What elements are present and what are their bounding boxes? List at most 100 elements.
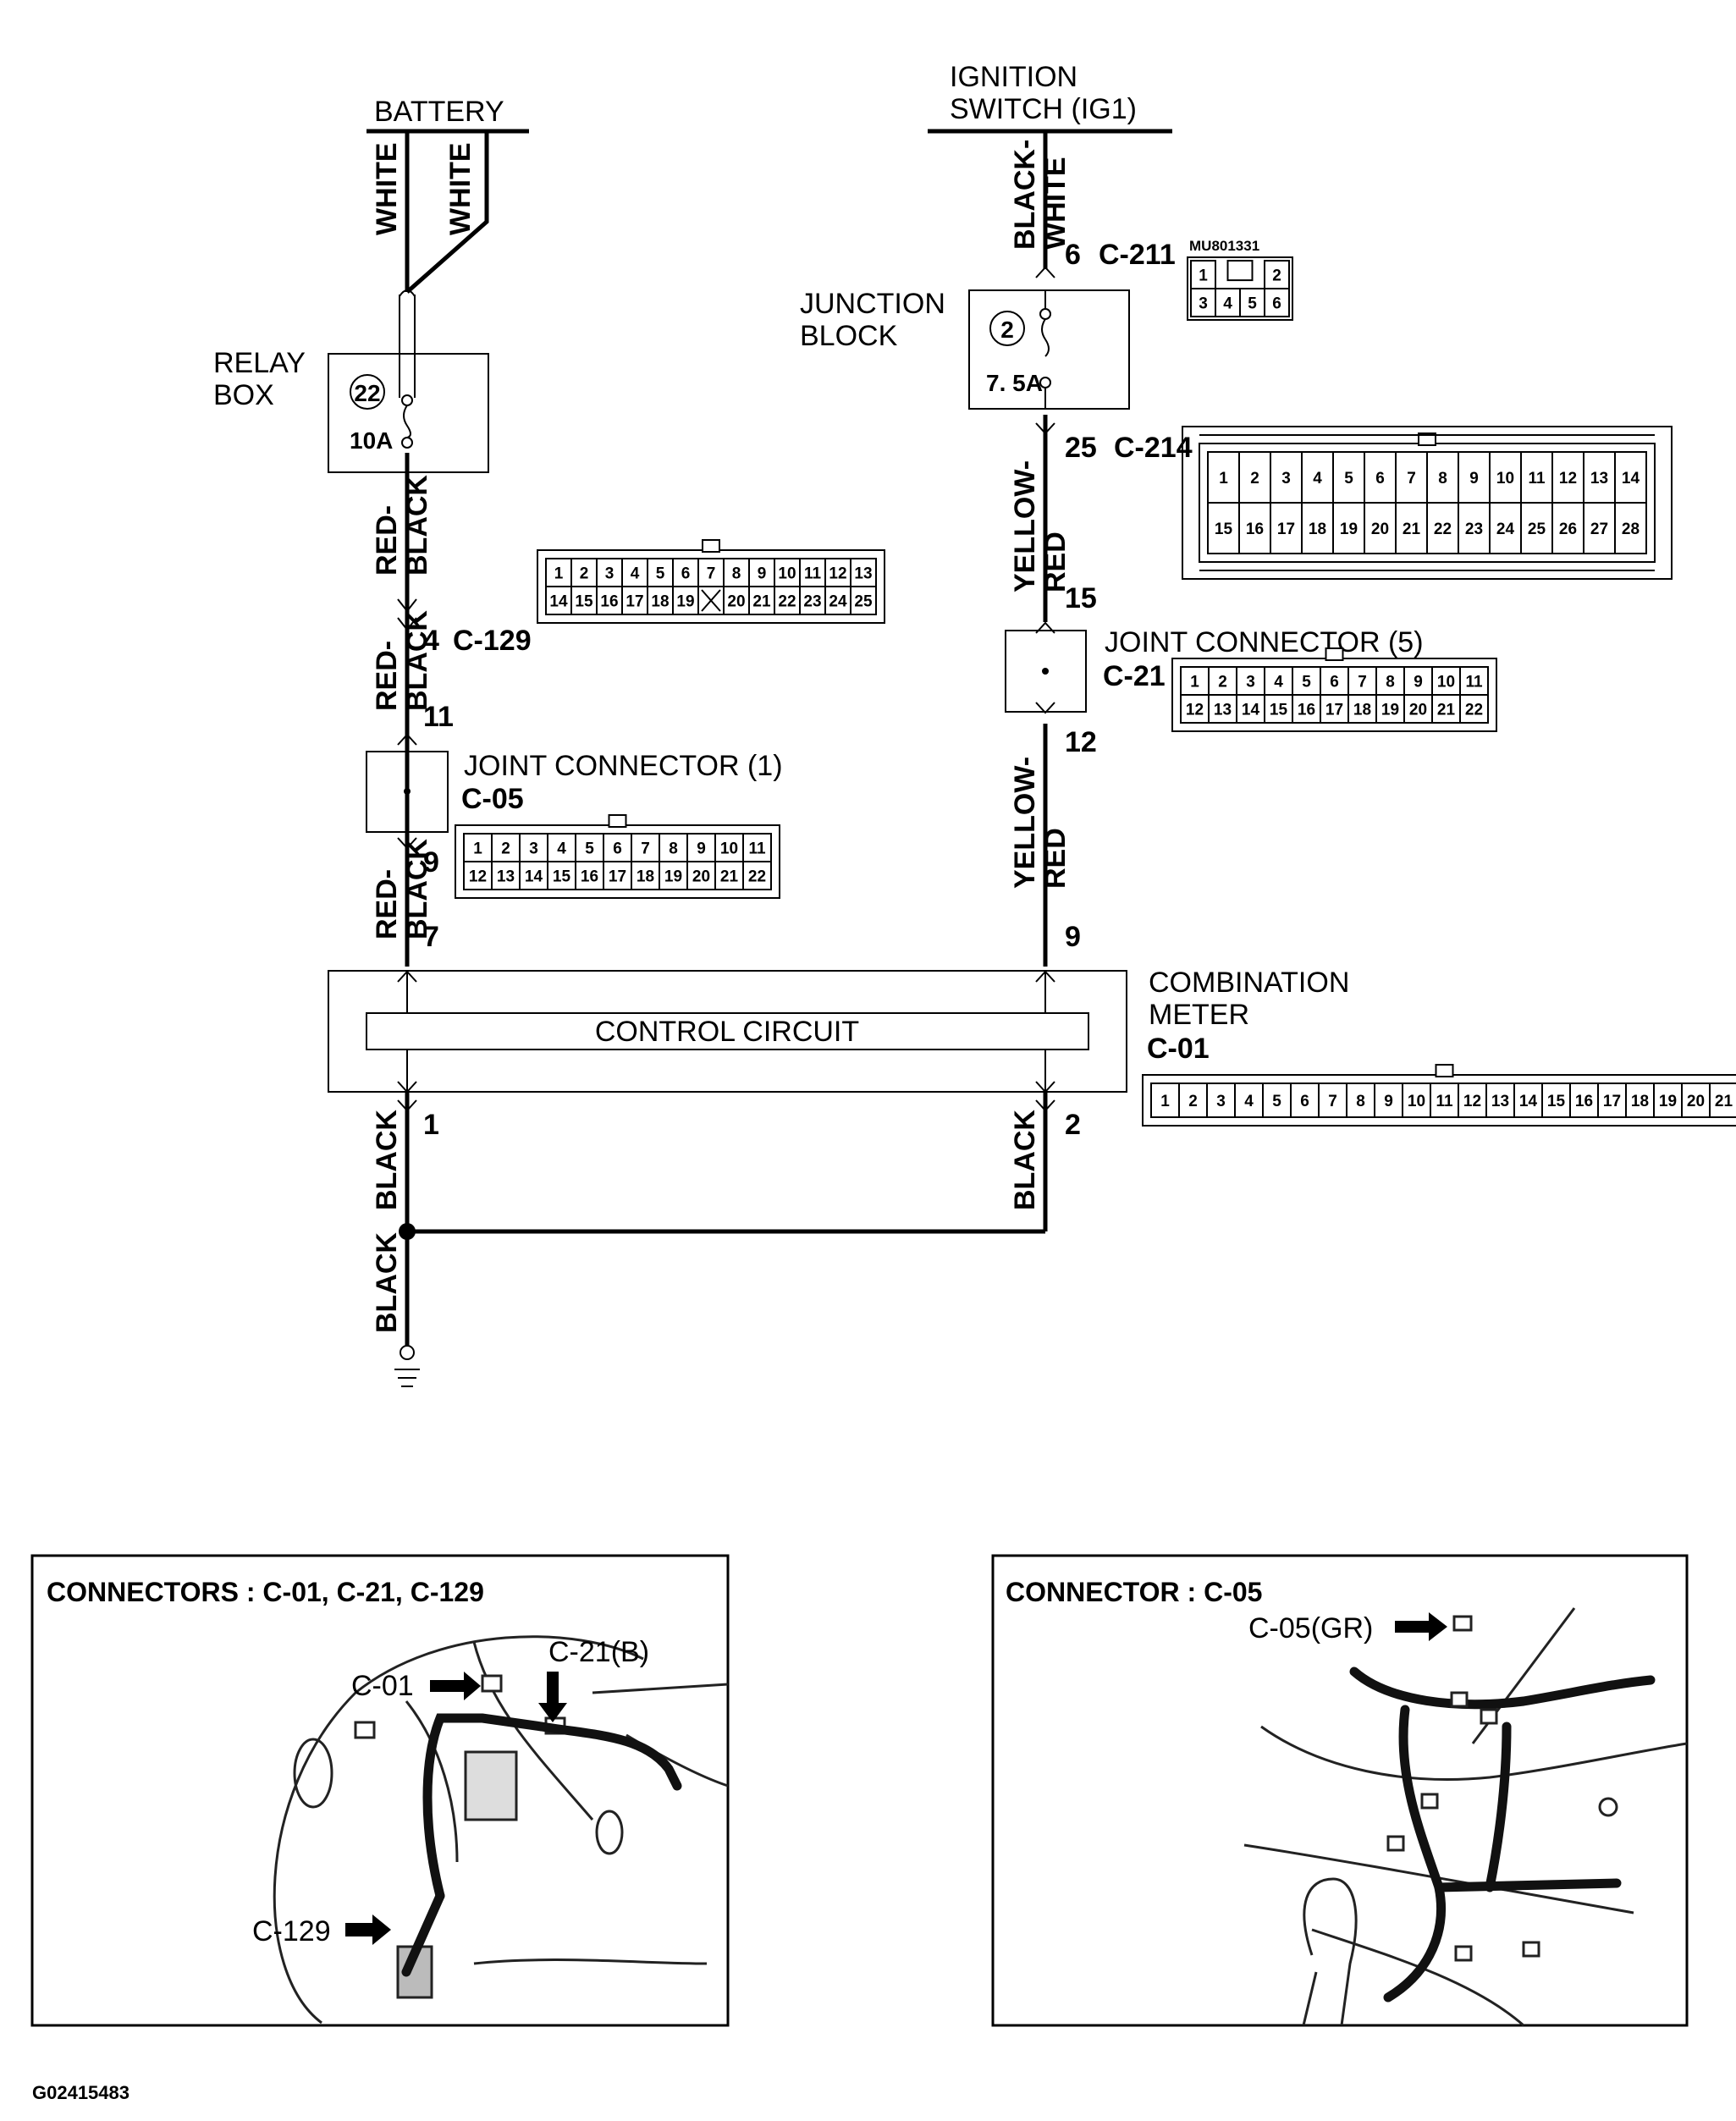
pin-label: 4: [1223, 295, 1232, 313]
pin-label: 8: [1356, 1093, 1365, 1110]
wire-color-black-3: BLACK: [371, 1232, 403, 1333]
jc5-out-pin: 12: [1065, 726, 1097, 758]
wire-color-black-white-a: BLACK-: [1009, 140, 1041, 250]
pin-label: 9: [1469, 470, 1479, 488]
pin-label: 13: [1590, 470, 1608, 488]
pin-label: 3: [1246, 674, 1255, 691]
pin-label: 8: [732, 565, 741, 583]
pin-label: 2: [1218, 674, 1227, 691]
pin-label: 16: [1246, 521, 1264, 538]
pin-label: 1: [1219, 470, 1228, 488]
locator-panel-right: CONNECTOR : C-05 C-05(GR): [991, 1554, 1689, 2027]
arrow-c01: [430, 1672, 481, 1700]
jc5-label: JOINT CONNECTOR (5): [1105, 626, 1424, 658]
pin-label: 13: [1214, 702, 1232, 719]
pin-label: 6: [681, 565, 691, 583]
pin-label: 15: [1215, 521, 1233, 538]
jc1-code: C-05: [461, 783, 524, 815]
pin-label: 5: [1344, 470, 1353, 488]
c129-pin-number: 4: [423, 625, 439, 657]
ignition-label-line1: IGNITION: [950, 61, 1077, 93]
pin-label: 2: [1272, 267, 1281, 285]
junction-block-label-line1: JUNCTION: [800, 288, 945, 320]
pin-label: 6: [1272, 295, 1281, 313]
pin-label: 16: [1298, 702, 1315, 719]
pin-label: 25: [1528, 521, 1546, 538]
ground-circuit: 1 2: [394, 1099, 1081, 1387]
pin-label: 8: [1386, 674, 1395, 691]
battery-label: BATTERY: [374, 96, 504, 128]
pin-label: 21: [1715, 1093, 1733, 1110]
relay-box-label-line2: BOX: [213, 379, 274, 411]
pin-label: 4: [557, 840, 566, 858]
meter-in-left-pin: 7: [423, 921, 439, 953]
wire-color-black-2: BLACK: [1009, 1110, 1041, 1210]
pin-label: 3: [1281, 470, 1291, 488]
pin-label: 19: [1381, 702, 1399, 719]
pin-label: 11: [804, 565, 822, 583]
pin-label: 3: [605, 565, 614, 583]
wire-color-yellow-red-2a: YELLOW-: [1009, 757, 1041, 889]
arrow-c05: [1395, 1612, 1447, 1641]
pin-label: 18: [637, 868, 654, 886]
pin-label: 1: [554, 565, 564, 583]
pin-label: 22: [778, 593, 796, 611]
pin-label: 17: [626, 593, 643, 611]
pin-label: 22: [1434, 521, 1452, 538]
pin-label: 10: [1408, 1093, 1425, 1110]
relay-fuse-rating: 10A: [350, 427, 393, 454]
pin-label: 8: [669, 840, 678, 858]
c214-pin-marker: 25 C-214: [1035, 422, 1193, 464]
jc5-in-pin: 15: [1065, 582, 1097, 614]
meter-out-left-pin: 1: [423, 1109, 439, 1141]
pin-label: 13: [854, 565, 872, 583]
meter-in-right-pin: 9: [1065, 921, 1081, 953]
jc1-in-pin: 11: [423, 701, 454, 733]
pin-label: 13: [1491, 1093, 1509, 1110]
joint-connector-1: 11 JOINT CONNECTOR (1) C-05 9: [366, 701, 783, 879]
meter-label-line2: METER: [1149, 999, 1249, 1031]
pin-label: 21: [720, 868, 739, 886]
pin-label: 7: [1358, 674, 1367, 691]
pin-label: 22: [748, 868, 766, 886]
wire-color-yellow-red-2b: RED: [1039, 828, 1072, 889]
pin-label: 7: [1328, 1093, 1337, 1110]
arrow-c21: [538, 1672, 567, 1722]
c211-pin-number: 6: [1065, 239, 1081, 271]
ignition-label-line2: SWITCH (IG1): [950, 93, 1137, 125]
meter-out-right-pin: 2: [1065, 1109, 1081, 1141]
arrow-c129: [345, 1914, 391, 1945]
pin-label: 18: [1353, 702, 1371, 719]
dashboard-sketch: [273, 1635, 729, 2025]
splice-dot: [399, 1223, 416, 1240]
wire-color-white-1: WHITE: [371, 142, 403, 235]
junction-block-label-line2: BLOCK: [800, 320, 898, 352]
wire-color-yellow-red-1a: YELLOW-: [1009, 460, 1041, 592]
pin-label: 17: [1325, 702, 1343, 719]
pin-label: 28: [1622, 521, 1640, 538]
pin-label: 20: [1371, 521, 1389, 538]
relay-box-label-line1: RELAY: [213, 347, 306, 379]
battery-source: BATTERY: [366, 96, 529, 134]
pin-label: 14: [1519, 1093, 1538, 1110]
pin-label: 9: [1384, 1093, 1393, 1110]
pin-label: 5: [1272, 1093, 1281, 1110]
pin-label: 21: [1437, 702, 1456, 719]
c211-pin-marker: 6 C-211: [1035, 239, 1176, 278]
jc1-out-pin: 9: [423, 846, 439, 879]
c214-pin-number: 25: [1065, 432, 1097, 464]
pin-label: 10: [1437, 674, 1455, 691]
pin-label: 12: [1463, 1093, 1481, 1110]
pin-label: 5: [1302, 674, 1311, 691]
combination-meter: CONTROL CIRCUIT COMBINATION METER C-01: [328, 967, 1349, 1094]
pin-label: 4: [631, 565, 640, 583]
pin-label: 1: [1160, 1093, 1170, 1110]
wire-color-red-black-1b: BLACK: [401, 475, 433, 576]
pin-label: 11: [748, 840, 766, 858]
pin-label: 27: [1590, 521, 1608, 538]
pin-label: 12: [469, 868, 487, 886]
control-circuit-label: CONTROL CIRCUIT: [595, 1016, 859, 1048]
pin-label: 19: [1659, 1093, 1677, 1110]
